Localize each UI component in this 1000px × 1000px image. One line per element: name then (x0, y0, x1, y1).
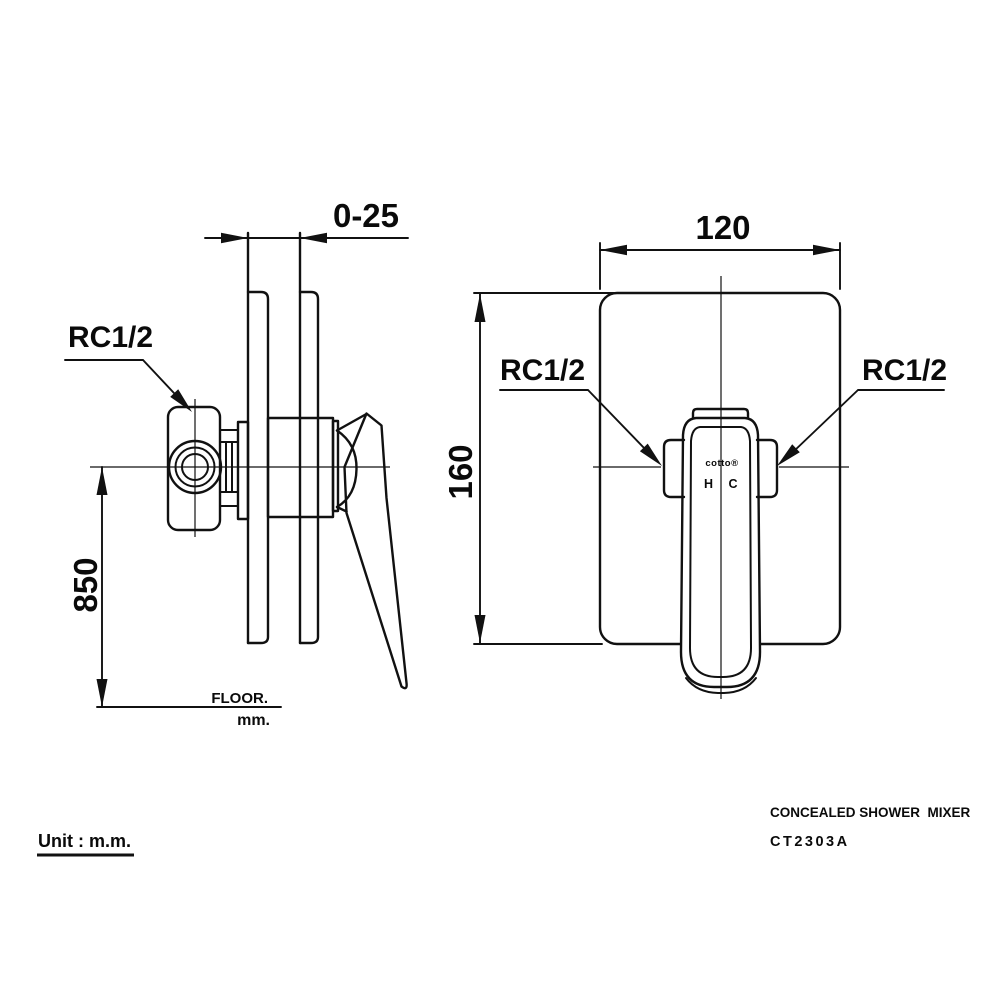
hot-marking: H (704, 477, 713, 491)
valve-body (166, 405, 250, 532)
front-left-port-callout: RC1/2 (499, 354, 662, 466)
product-name: CONCEALED SHOWER MIXER (770, 805, 971, 820)
arrowhead-up-icon (474, 294, 486, 322)
arrowhead-right-icon (221, 232, 248, 244)
floor-label: FLOOR. (211, 690, 268, 707)
lever-handle-side (343, 412, 408, 690)
side-port-leader-line (64, 359, 189, 409)
height-dimension-160: 160 (442, 292, 619, 645)
height-dimension-value: 850 (67, 557, 104, 612)
arrowhead-down-icon (96, 679, 108, 707)
mounting-flange (236, 420, 250, 521)
height-extension-lines (473, 292, 619, 645)
arrowhead-left-icon (300, 232, 327, 244)
front-right-port-label: RC1/2 (862, 354, 947, 387)
unit-note: Unit : m.m. (38, 831, 131, 851)
height-dimension-value: 160 (442, 444, 479, 499)
front-right-port-callout: RC1/2 (777, 354, 947, 466)
right-port-ear (755, 438, 779, 499)
front-left-port-label: RC1/2 (500, 354, 585, 387)
left-port-ear (662, 438, 686, 499)
arrowhead-up-icon (96, 467, 108, 495)
side-port-label: RC1/2 (68, 321, 153, 354)
width-dimension-value: 120 (695, 209, 750, 246)
depth-dimension: 0-25 (204, 197, 409, 244)
leader-arrowhead-icon (777, 444, 800, 466)
handle-inner-contour (689, 426, 752, 678)
depth-dimension-value: 0-25 (333, 197, 399, 234)
trim-plate-edge (331, 419, 340, 513)
wall-finish-panel (298, 290, 320, 645)
height-dimension-850: 850 (67, 466, 108, 708)
floor-reference: FLOOR. mm. (96, 690, 282, 729)
wall-section (246, 231, 320, 645)
arrowhead-down-icon (474, 615, 486, 643)
leader-arrowhead-icon (170, 389, 192, 412)
brand-logo: cotto® (705, 458, 738, 469)
trim-assembly (266, 412, 408, 690)
threaded-nipple (219, 429, 239, 507)
width-dimension-120: 120 (599, 209, 841, 290)
cold-marking: C (728, 477, 737, 491)
arrowhead-right-icon (813, 244, 840, 256)
front-view: 120 160 RC1/2 RC1/2 (442, 209, 947, 699)
handle-hub-edges (335, 413, 367, 513)
leader-arrowhead-icon (639, 443, 662, 466)
side-view: 0-25 RC1/2 (64, 197, 409, 729)
front-left-leader-line (499, 389, 647, 451)
footer: Unit : m.m. CONCEALED SHOWER MIXER CT230… (37, 805, 971, 857)
product-code: CT2303A (770, 834, 850, 850)
side-port-callout: RC1/2 (64, 321, 192, 412)
front-right-leader-line (792, 389, 945, 453)
arrowhead-left-icon (600, 244, 627, 256)
floor-unit-label: mm. (237, 712, 270, 729)
